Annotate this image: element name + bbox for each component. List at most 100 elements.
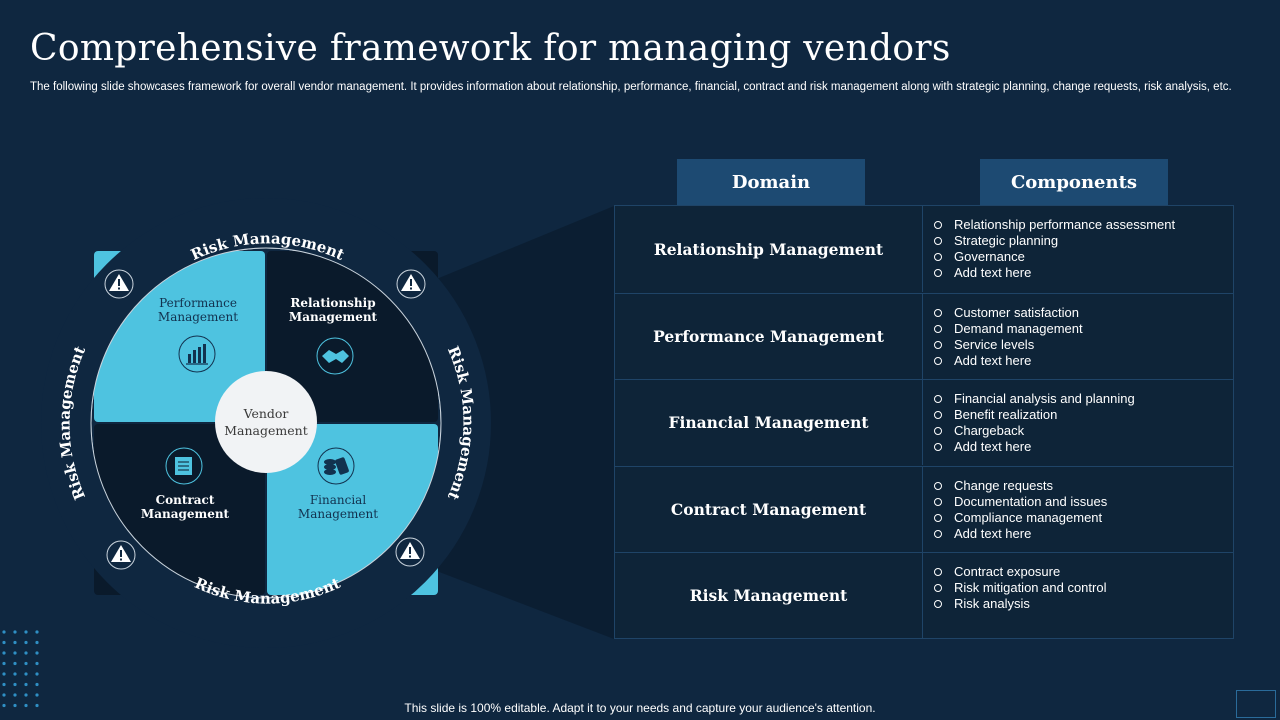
component-item: Add text here (934, 265, 1233, 281)
circle-bullet-icon (934, 237, 942, 245)
domain-cell: Relationship Management (615, 206, 923, 292)
component-text: Governance (954, 249, 1025, 264)
money-icon (317, 447, 355, 485)
circle-bullet-icon (934, 443, 942, 452)
component-text: Chargeback (954, 423, 1025, 439)
center-label-line2: Management (224, 423, 307, 438)
decor-dot (35, 693, 39, 697)
decor-dot (13, 672, 17, 676)
decor-dot (2, 661, 6, 666)
slide-title: Comprehensive framework for managing ven… (30, 28, 951, 69)
decorative-dots (2, 630, 39, 708)
component-text: Customer satisfaction (954, 304, 1079, 320)
component-item: Relationship performance assessment (934, 217, 1233, 233)
component-text: Financial analysis and planning (954, 391, 1135, 407)
warning-icon (104, 269, 134, 299)
component-item: Add text here (934, 439, 1233, 455)
component-item: Documentation and issues (934, 494, 1233, 510)
relationship-label-line1: Relationship (290, 296, 375, 310)
center-circle (215, 371, 317, 473)
financial-label-line2: Management (298, 507, 378, 521)
component-item: Risk mitigation and control (934, 580, 1233, 596)
corner-box (1236, 690, 1276, 718)
decor-dot (13, 651, 17, 655)
bar-chart-icon (178, 335, 216, 373)
decor-dot (35, 682, 39, 687)
circle-bullet-icon (934, 513, 942, 522)
decor-dot (35, 661, 39, 666)
decor-dot (35, 630, 39, 634)
decor-dot (13, 630, 17, 634)
warning-icon (106, 540, 136, 570)
connector-funnel (434, 206, 614, 639)
vendor-framework-diagram: Vendor Management Performance Management… (41, 198, 614, 648)
component-text: Change requests (954, 477, 1054, 493)
domain-cell: Performance Management (615, 293, 923, 379)
component-text: Demand management (954, 320, 1083, 336)
decor-dot (24, 703, 28, 708)
decor-dot (24, 693, 28, 697)
decor-dot (24, 672, 28, 676)
decor-dot (2, 703, 6, 708)
component-text: Risk mitigation and control (954, 580, 1107, 596)
decor-dot (13, 640, 17, 645)
component-item: Customer satisfaction (934, 305, 1233, 321)
warning-icon (396, 269, 426, 299)
slide-footer: This slide is 100% editable. Adapt it to… (404, 701, 876, 715)
domain-cell: Risk Management (615, 553, 923, 639)
circle-bullet-icon (934, 395, 942, 404)
circle-bullet-icon (934, 253, 942, 261)
decor-dot (2, 651, 6, 655)
component-item: Add text here (934, 353, 1233, 369)
decor-dot (24, 682, 28, 687)
decor-dot (35, 672, 39, 676)
component-text: Compliance management (954, 509, 1103, 525)
circle-bullet-icon (934, 568, 942, 577)
performance-label-line2: Management (158, 310, 238, 324)
components-header: Components (980, 159, 1168, 205)
performance-label-line1: Performance (159, 296, 237, 310)
warning-icon (395, 537, 425, 567)
circle-bullet-icon (934, 269, 942, 277)
circle-bullet-icon (934, 584, 942, 593)
component-text: Add text here (954, 352, 1032, 368)
decor-dot (2, 630, 6, 634)
component-item: Compliance management (934, 510, 1233, 526)
component-item: Governance (934, 249, 1233, 265)
component-text: Relationship performance assessment (954, 217, 1176, 232)
component-text: Add text here (954, 265, 1032, 280)
circle-bullet-icon (934, 481, 942, 490)
component-item: Strategic planning (934, 233, 1233, 249)
decor-dot (2, 640, 6, 645)
component-item: Financial analysis and planning (934, 391, 1233, 407)
decor-dot (35, 651, 39, 655)
circle-bullet-icon (934, 308, 942, 317)
component-item: Chargeback (934, 423, 1233, 439)
circle-bullet-icon (934, 600, 942, 609)
circle-bullet-icon (934, 324, 942, 333)
handshake-icon (316, 337, 354, 375)
decor-dot (24, 630, 28, 634)
circle-bullet-icon (934, 340, 942, 349)
component-item: Demand management (934, 321, 1233, 337)
decor-dot (13, 682, 17, 687)
center-label-line1: Vendor (243, 406, 289, 421)
component-item: Add text here (934, 526, 1233, 542)
relationship-label-line2: Management (289, 310, 378, 324)
circle-bullet-icon (934, 221, 942, 229)
circle-bullet-icon (934, 356, 942, 365)
component-text: Service levels (954, 336, 1035, 352)
decor-dot (13, 703, 17, 708)
circle-bullet-icon (934, 411, 942, 420)
decor-dot (35, 703, 39, 708)
circle-bullet-icon (934, 427, 942, 436)
decor-dot (35, 640, 39, 645)
